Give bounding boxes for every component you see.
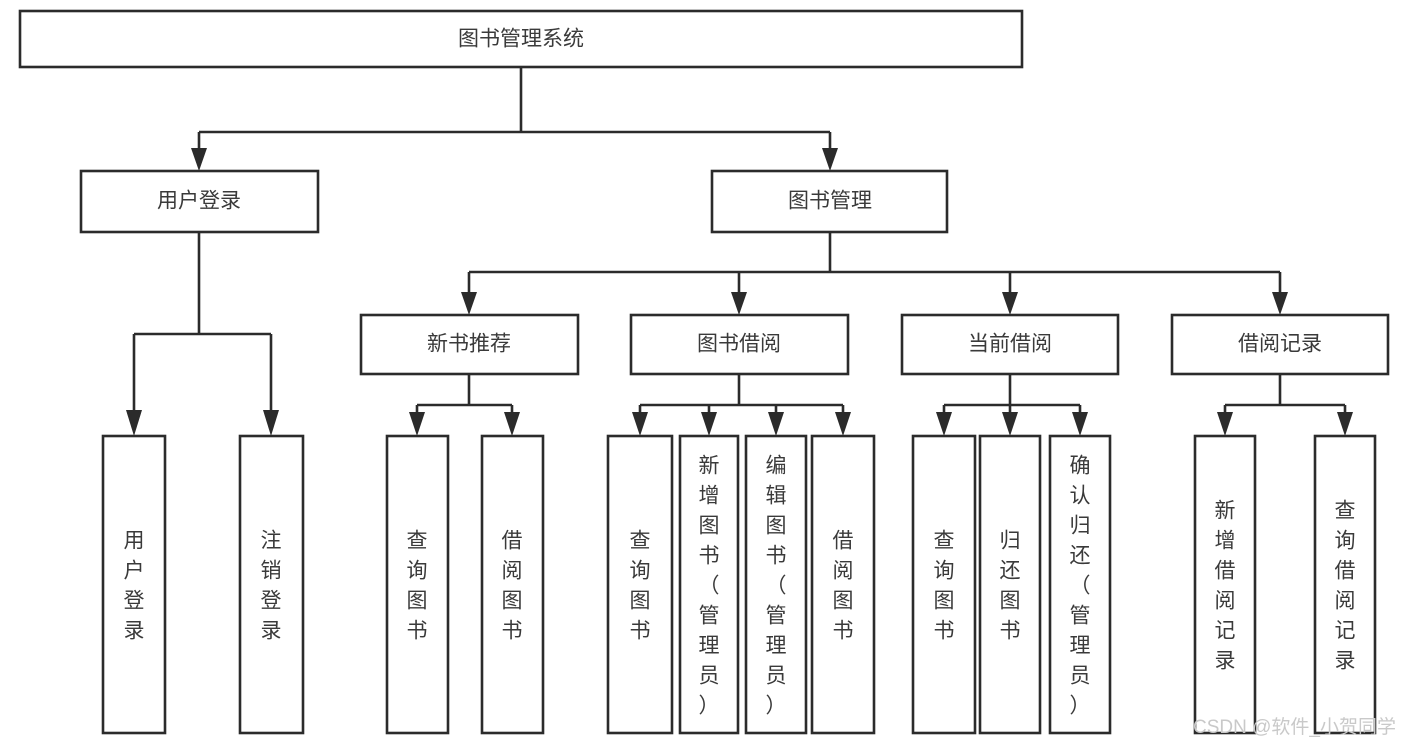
leaf-borrow-book-rec-label: 借阅图书 [502, 529, 523, 642]
arrowhead-leaf-borrow-book [835, 412, 851, 436]
arrowhead-leaf-logout [263, 410, 279, 436]
book-manage-label: 图书管理 [788, 190, 872, 213]
arrowhead-leaf-borrow-book-rec [504, 412, 520, 436]
node-leaf-query-book-borrow[interactable]: 查询图书 [606, 434, 674, 735]
node-borrow-record[interactable]: 借阅记录 [1170, 313, 1390, 376]
node-leaf-borrow-book-rec[interactable]: 借阅图书 [480, 434, 545, 735]
leaf-logout-box[interactable] [238, 434, 305, 735]
node-root[interactable]: 图书管理系统 [18, 9, 1024, 69]
leaf-query-book-cur-box[interactable] [911, 434, 977, 735]
arrowhead-leaf-query-record [1337, 412, 1353, 436]
arrowhead-leaf-return-book [1002, 412, 1018, 436]
leaf-add-record-box[interactable] [1193, 434, 1257, 735]
node-leaf-borrow-book[interactable]: 借阅图书 [810, 434, 876, 735]
leaf-add-book-box[interactable] [678, 434, 740, 735]
arrowhead-book-borrow [731, 292, 747, 315]
leaf-user-login-label: 用户登录 [124, 529, 145, 642]
node-current-borrow[interactable]: 当前借阅 [900, 313, 1120, 376]
node-leaf-user-login[interactable]: 用户登录 [101, 434, 167, 735]
root-box[interactable] [18, 9, 1024, 69]
arrowhead-leaf-add-book [701, 412, 717, 436]
arrowhead-current-borrow [1002, 292, 1018, 315]
node-leaf-add-record[interactable]: 新增借阅记录 [1193, 434, 1257, 735]
leaf-add-record-label: 新增借阅记录 [1215, 499, 1236, 672]
connector-layer [126, 67, 1353, 436]
user-login-box[interactable] [79, 169, 320, 234]
leaf-return-book-box[interactable] [978, 434, 1042, 735]
book-manage-box[interactable] [710, 169, 949, 234]
node-leaf-return-book[interactable]: 归还图书 [978, 434, 1042, 735]
arrowhead-book-manage [822, 148, 838, 171]
node-new-book-recommend[interactable]: 新书推荐 [359, 313, 580, 376]
leaf-return-book-label: 归还图书 [1000, 529, 1021, 642]
arrowhead-leaf-add-record [1217, 412, 1233, 436]
root-label: 图书管理系统 [458, 28, 584, 51]
arrowhead-leaf-query-book-cur [936, 412, 952, 436]
arrowhead-user-login [191, 148, 207, 171]
leaf-borrow-book-box[interactable] [810, 434, 876, 735]
new-book-recommend-box[interactable] [359, 313, 580, 376]
node-leaf-add-book[interactable]: 新增图书（管理员） [678, 434, 740, 735]
borrow-record-box[interactable] [1170, 313, 1390, 376]
current-borrow-box[interactable] [900, 313, 1120, 376]
leaf-add-book-label: 新增图书（管理员） [699, 454, 720, 717]
current-borrow-label: 当前借阅 [968, 333, 1052, 356]
arrowhead-leaf-confirm-return [1072, 412, 1088, 436]
leaf-confirm-return-box[interactable] [1048, 434, 1112, 735]
arrowhead-leaf-query-book-rec [409, 412, 425, 436]
node-leaf-query-book-rec[interactable]: 查询图书 [385, 434, 450, 735]
leaf-borrow-book-rec-box[interactable] [480, 434, 545, 735]
leaf-query-book-rec-box[interactable] [385, 434, 450, 735]
node-leaf-confirm-return[interactable]: 确认归还（管理员） [1048, 434, 1112, 735]
leaf-query-book-borrow-label: 查询图书 [630, 529, 651, 642]
leaf-borrow-book-label: 借阅图书 [833, 529, 854, 642]
node-leaf-edit-book[interactable]: 编辑图书（管理员） [744, 434, 808, 735]
leaf-edit-book-label: 编辑图书（管理员） [766, 454, 787, 717]
book-borrow-label: 图书借阅 [697, 333, 781, 356]
leaf-query-record-label: 查询借阅记录 [1335, 499, 1356, 672]
node-leaf-query-record[interactable]: 查询借阅记录 [1313, 434, 1377, 735]
leaf-query-book-rec-label: 查询图书 [407, 529, 428, 642]
arrowhead-leaf-user-login [126, 410, 142, 436]
borrow-record-label: 借阅记录 [1238, 333, 1322, 356]
user-login-label: 用户登录 [157, 190, 241, 213]
leaf-query-record-box[interactable] [1313, 434, 1377, 735]
arrowhead-leaf-query-book-borrow [632, 412, 648, 436]
leaf-logout-label: 注销登录 [261, 529, 282, 642]
node-book-borrow[interactable]: 图书借阅 [629, 313, 850, 376]
node-leaf-query-book-cur[interactable]: 查询图书 [911, 434, 977, 735]
arrowhead-borrow-record [1272, 292, 1288, 315]
arrowhead-leaf-edit-book [768, 412, 784, 436]
node-book-manage[interactable]: 图书管理 [710, 169, 949, 234]
csdn-watermark: CSDN @软件_小贺同学 [1193, 716, 1396, 738]
leaf-query-book-cur-label: 查询图书 [934, 529, 955, 642]
node-leaf-logout[interactable]: 注销登录 [238, 434, 305, 735]
leaf-query-book-borrow-box[interactable] [606, 434, 674, 735]
leaf-confirm-return-label: 确认归还（管理员） [1070, 454, 1091, 717]
book-borrow-box[interactable] [629, 313, 850, 376]
leaf-user-login-box[interactable] [101, 434, 167, 735]
leaf-edit-book-box[interactable] [744, 434, 808, 735]
new-book-recommend-label: 新书推荐 [427, 333, 511, 356]
node-user-login[interactable]: 用户登录 [79, 169, 320, 234]
arrowhead-new-book-recommend [461, 292, 477, 315]
